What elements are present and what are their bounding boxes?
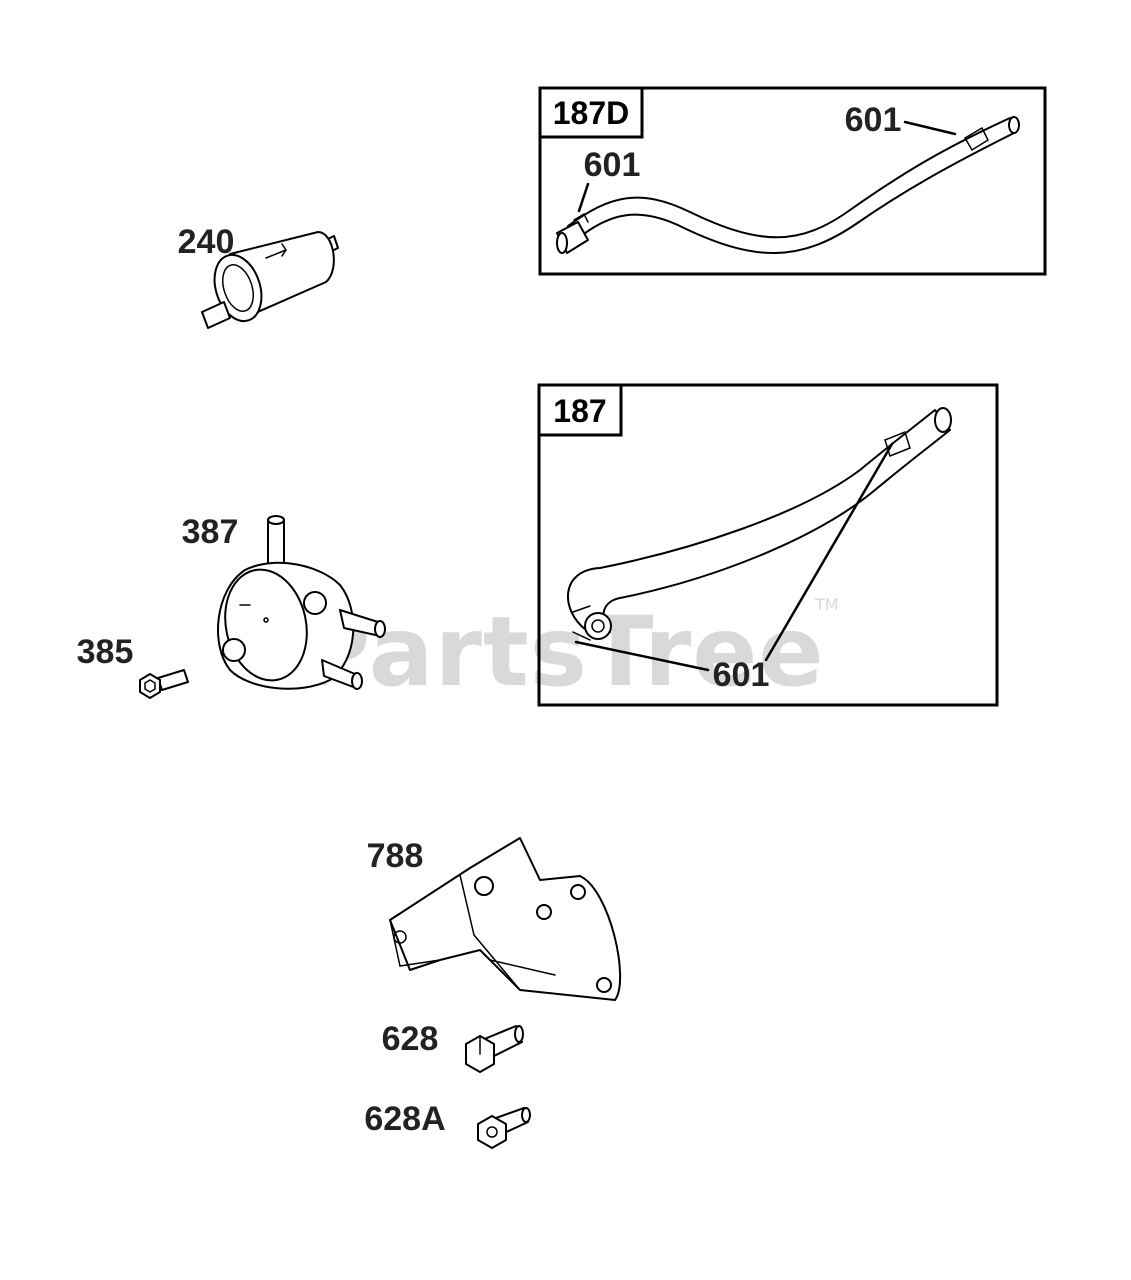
- watermark-trademark: TM: [814, 595, 839, 614]
- callout-788: 788: [367, 837, 424, 875]
- box-187d-label: 187D: [553, 95, 630, 131]
- box-187d-tag: [538, 86, 644, 139]
- callout-240: 240: [178, 223, 235, 261]
- callout-628a: 628A: [364, 1100, 445, 1138]
- fuel-line-187d[interactable]: [556, 116, 1020, 254]
- box-187-label: 187: [553, 393, 606, 429]
- callout-385: 385: [77, 633, 134, 671]
- bolt-628a[interactable]: [477, 1107, 531, 1149]
- fuel-filter-240[interactable]: [201, 231, 339, 329]
- box-187-frame: [537, 383, 999, 707]
- callout-601-187d-left: 601: [584, 146, 641, 184]
- watermark-text: PartsTree: [300, 596, 824, 708]
- leader-601-187d-right: [903, 120, 957, 136]
- leader-601-187d-left: [577, 182, 590, 213]
- callout-601-187d-right: 601: [845, 101, 902, 139]
- leader-601-187-b: [764, 442, 894, 662]
- bracket-788[interactable]: [389, 837, 622, 1001]
- box-187d-frame: [538, 86, 1047, 276]
- box-187: 187 601: [537, 383, 999, 707]
- callout-628: 628: [382, 1020, 439, 1058]
- bolt-628[interactable]: [465, 1025, 524, 1073]
- fuel-line-187[interactable]: [566, 407, 952, 641]
- fuel-pump-387[interactable]: [215, 515, 386, 690]
- screw-385[interactable]: [139, 669, 189, 699]
- box-187d: 187D 601 601: [538, 86, 1047, 276]
- leader-601-187-a: [574, 640, 710, 672]
- box-187-tag: [537, 383, 623, 437]
- callout-387: 387: [182, 513, 239, 551]
- callout-601-187: 601: [713, 656, 770, 694]
